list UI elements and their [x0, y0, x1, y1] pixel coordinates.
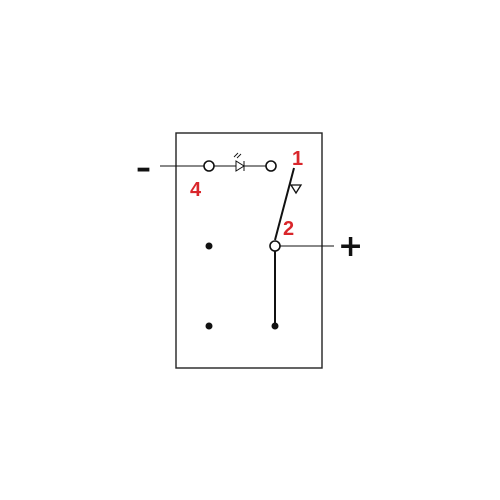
switch-lever	[274, 167, 295, 241]
pin-label-2: 2	[283, 218, 294, 240]
switch-actuator-icon	[289, 184, 303, 195]
terminal-4	[203, 160, 215, 172]
led-icon	[233, 152, 245, 172]
terminal-2	[269, 240, 281, 252]
pin-label-4: 4	[190, 179, 202, 201]
terminal-dot-left-bottom	[205, 322, 213, 330]
terminal-1	[265, 160, 277, 172]
positive-polarity-label: +	[338, 229, 363, 264]
pin-label-1: 1	[292, 148, 303, 170]
negative-polarity-label: –	[136, 151, 151, 186]
terminal-dot-right-bottom	[271, 322, 279, 330]
switch-housing	[175, 132, 323, 369]
terminal-dot-left-middle	[205, 242, 213, 250]
